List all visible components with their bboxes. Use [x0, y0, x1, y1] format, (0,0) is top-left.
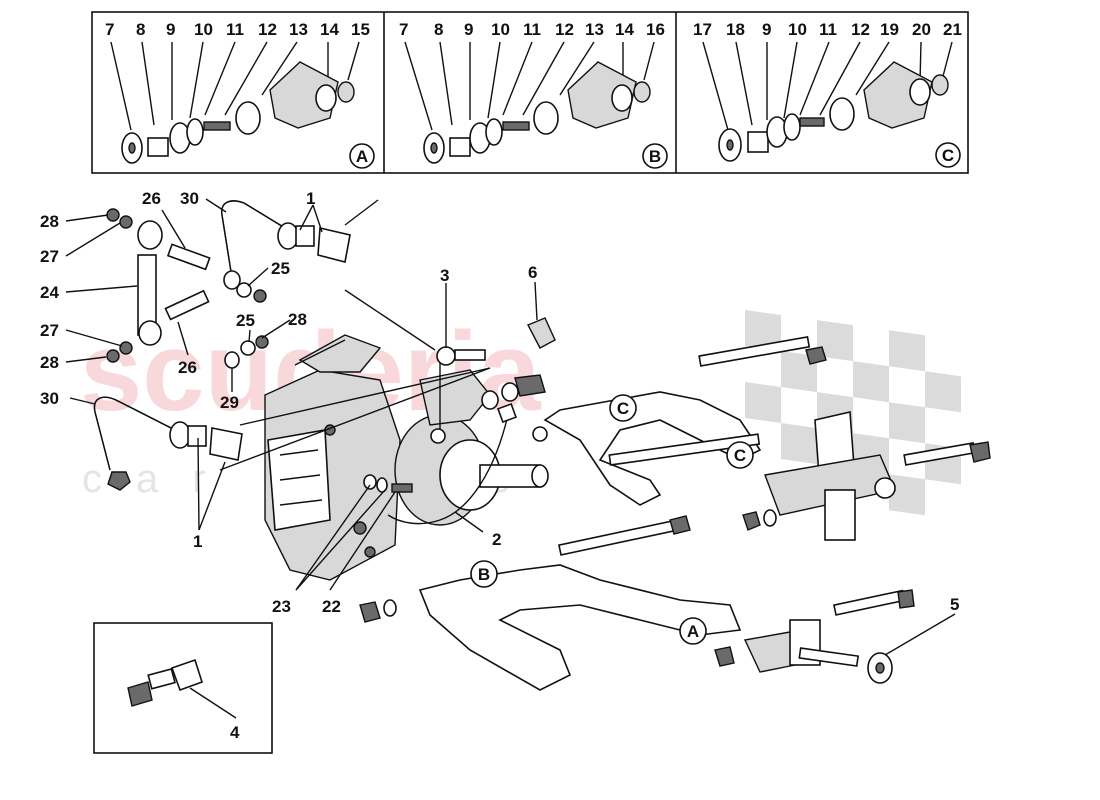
lower-bracket: [714, 589, 915, 684]
panel-c-label-1: 17: [693, 20, 712, 39]
panel-a-badge: [349, 143, 375, 169]
gearbox-bolts: [363, 474, 413, 493]
panel-b-parts: [423, 61, 651, 164]
hub-bracket: [742, 411, 991, 541]
panel-a-label-7: 13: [289, 20, 308, 39]
callout-27-lower: 27: [40, 321, 59, 340]
callout-25-lower: 25: [236, 311, 255, 330]
ref-badge-b-label: B: [478, 565, 490, 584]
callout-5: 5: [950, 595, 959, 614]
drop-link: [106, 208, 269, 369]
ref-badges: C C B A: [470, 394, 754, 645]
panel-a-label-2: 8: [136, 20, 145, 39]
anti-roll-bar-upper: [221, 200, 351, 290]
panel-c-label-6: 12: [851, 20, 870, 39]
ref-badge-c-lower: [726, 441, 754, 469]
callout-30-upper: 30: [180, 189, 199, 208]
lower-wishbone: [359, 515, 742, 691]
panel-b-label-4: 10: [491, 20, 510, 39]
brake-hose: [387, 403, 517, 525]
callout-28-upper: 28: [40, 212, 59, 231]
pressure-fitting: [127, 658, 203, 707]
panel-b-label-3: 9: [464, 20, 473, 39]
panel-a-parts: [121, 61, 355, 164]
panel-b-badge: [642, 143, 668, 169]
callout-leaders: [65, 198, 956, 656]
detail-panel-label: 4: [230, 723, 240, 742]
callout-26-upper: 26: [142, 189, 161, 208]
panel-c-label-5: 11: [819, 20, 837, 39]
panel-c-label-3: 9: [762, 20, 771, 39]
callout-29: 29: [220, 393, 239, 412]
panel-a-label-9: 15: [351, 20, 370, 39]
panel-a: 7 8 9 10 11 12 13 14 15: [105, 20, 375, 169]
suspension-assembly: C C B A: [40, 189, 991, 691]
callout-23: 23: [272, 597, 291, 616]
assembly-outline-lines: [219, 199, 491, 471]
panel-c-label-4: 10: [788, 20, 807, 39]
checkered-flag-icon: [745, 310, 961, 516]
ref-badge-c-upper: [609, 394, 637, 422]
panel-c-badge-label: C: [942, 146, 954, 165]
panel-c-badge: [935, 142, 961, 168]
ref-badge-c-upper-label: C: [617, 399, 629, 418]
upper-wishbone: [481, 336, 827, 506]
ref-badge-a-label: A: [687, 622, 699, 641]
ref-badge-a: [679, 617, 707, 645]
panel-a-label-3: 9: [166, 20, 175, 39]
ref-badge-c-lower-label: C: [734, 446, 746, 465]
callout-28-middle: 28: [288, 310, 307, 329]
callout-30-lower: 30: [40, 389, 59, 408]
panel-a-label-1: 7: [105, 20, 114, 39]
panel-b-label-5: 11: [523, 20, 541, 39]
panel-b-badge-label: B: [649, 147, 661, 166]
panel-c-label-9: 21: [943, 20, 962, 39]
callout-25-upper: 25: [271, 259, 290, 278]
panel-b-label-1: 7: [399, 20, 408, 39]
callout-27-upper: 27: [40, 247, 59, 266]
callout-22: 22: [322, 597, 341, 616]
callout-2: 2: [492, 530, 501, 549]
panel-c-parts: [718, 61, 949, 162]
panel-b-label-7: 13: [585, 20, 604, 39]
detail-panel-frame: [93, 622, 273, 754]
callout-numbers: 28 27 24 27 28 26 30 26 1 25 28 25 29 30…: [40, 189, 959, 616]
callout-3: 3: [440, 266, 449, 285]
panel-b-label-6: 12: [555, 20, 574, 39]
panel-c-label-2: 18: [726, 20, 745, 39]
bushing-panels: 7 8 9 10 11 12 13 14 15: [91, 11, 969, 174]
panel-a-label-5: 11: [226, 20, 244, 39]
panel-a-label-8: 14: [320, 20, 339, 39]
callout-24: 24: [40, 283, 59, 302]
panel-b: 7 8 9 10 11 12 13 14 16: [399, 20, 668, 169]
callout-28-lower: 28: [40, 353, 59, 372]
panel-c-label-8: 20: [912, 20, 931, 39]
clip: [527, 317, 556, 349]
panel-c: 17 18 9 10 11 12 19 20 21: [693, 20, 962, 168]
panel-b-label-2: 8: [434, 20, 443, 39]
bushing-panels-frame: [91, 11, 969, 174]
panel-a-label-6: 12: [258, 20, 277, 39]
callout-26-lower: 26: [178, 358, 197, 377]
panel-c-label-7: 19: [880, 20, 899, 39]
panel-b-label-8: 14: [615, 20, 634, 39]
callout-6: 6: [528, 263, 537, 282]
detail-panel: 4: [93, 622, 273, 754]
gearbox-housing: [264, 334, 401, 581]
anti-roll-bar-lower: [93, 396, 243, 491]
panel-a-label-4: 10: [194, 20, 213, 39]
callout-1-upper: 1: [306, 189, 315, 208]
panel-a-badge-label: A: [356, 147, 368, 166]
callout-1-lower: 1: [193, 532, 202, 551]
ref-badge-b: [470, 560, 498, 588]
panel-b-label-9: 16: [646, 20, 665, 39]
